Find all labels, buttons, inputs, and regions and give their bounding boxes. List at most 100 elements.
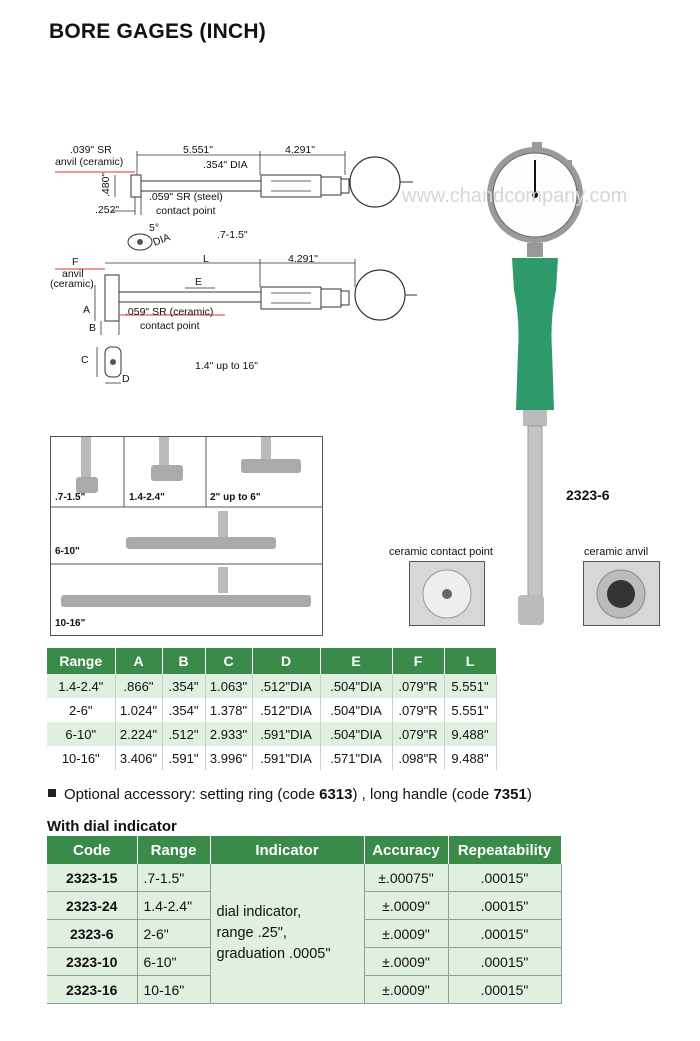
table-header-row: Code Range Indicator Accuracy Repeatabil… (47, 836, 562, 864)
table-cell: 1.063" (205, 674, 253, 698)
contact-point-image (422, 569, 472, 619)
thumb-caption: 1.4-2.4" (129, 492, 165, 503)
indicator-line: graduation .0005" (216, 946, 331, 962)
table-cell: 3.996" (205, 746, 253, 770)
table-header-row: Range A B C D E F L (47, 648, 497, 674)
note-middle: ) , long handle (code (352, 786, 494, 803)
note-suffix: ) (526, 786, 532, 803)
indicator-line: dial indicator, (216, 904, 302, 920)
thumbnail-grid: .7-1.5" 1.4-2.4" 2" up to 6" 6-10" 10-16… (50, 436, 323, 636)
inset-ceramic-anvil (583, 561, 660, 626)
col-header: Range (47, 648, 116, 674)
table-cell: 5.551" (444, 674, 497, 698)
label-E: E (195, 276, 203, 288)
accuracy-cell: ±.0009" (364, 975, 449, 1004)
product-photo: www.chandcompany.com 2323-6 (390, 140, 690, 640)
code-cell: 2323-16 (47, 975, 138, 1004)
label-contact-point-top: contact point (156, 205, 216, 217)
table-cell: .866" (115, 674, 163, 698)
section-subtitle: With dial indicator (47, 818, 177, 835)
label-contact-point-bottom: contact point (140, 320, 200, 332)
thumbnail-lines (51, 437, 322, 607)
thumb-caption: 10-16" (55, 618, 86, 629)
inset-label-ceramic-contact-point: ceramic contact point (389, 546, 493, 558)
table-cell: 9.488" (444, 746, 497, 770)
label-head-4291: 4.291" (285, 144, 316, 156)
label-sr-steel: .059" SR (steel) (149, 191, 223, 203)
model-label: 2323-6 (566, 487, 610, 503)
bullet-square-icon (48, 789, 56, 797)
label-ceramic: (ceramic) (50, 278, 94, 290)
table-cell: .504"DIA (320, 722, 393, 746)
indicator-table: Code Range Indicator Accuracy Repeatabil… (47, 836, 562, 1004)
label-F: F (72, 256, 79, 268)
table-row: 2323-15 .7-1.5" dial indicator, range .2… (47, 864, 562, 1004)
label-range-bottom: 1.4" up to 16" (195, 360, 258, 372)
table-row: 2323-10 6-10" ±.0009" .00015" (47, 947, 562, 976)
repeatability-cell: .00015" (448, 947, 562, 976)
accuracy-cell: ±.00075" (364, 864, 449, 892)
label-C: C (81, 354, 89, 366)
inset-label-ceramic-anvil: ceramic anvil (584, 546, 649, 558)
watermark-top: www.chandcompany.com (402, 185, 628, 207)
col-header: Range (137, 836, 211, 864)
repeatability-cell: .00015" (448, 919, 562, 948)
table-cell: 5.551" (444, 698, 497, 722)
table-cell: 2.933" (205, 722, 253, 746)
table-cell: .079"R (392, 722, 445, 746)
accuracy-cell: ±.0009" (364, 919, 449, 948)
label-height-480: .480" (100, 172, 112, 197)
table-cell: .591"DIA (252, 746, 321, 770)
code-cell: 2323-24 (47, 891, 138, 920)
table-cell: .512" (162, 722, 206, 746)
table-cell: 2.224" (115, 722, 163, 746)
label-anvil-ceramic: anvil (ceramic) (55, 156, 124, 168)
label-sr-ceramic: .059" SR (ceramic) (125, 306, 214, 318)
col-header: E (320, 648, 393, 674)
indicator-description: dial indicator, range .25", graduation .… (210, 864, 365, 1004)
accuracy-cell: ±.0009" (364, 891, 449, 920)
label-dia-354: .354" DIA (203, 159, 248, 171)
table-cell: 1.378" (205, 698, 253, 722)
col-header: Accuracy (364, 836, 449, 864)
indicator-line: range .25", (216, 925, 287, 941)
code-cell: 2323-10 (47, 947, 138, 976)
table-cell: .354" (162, 674, 206, 698)
anvil-image (596, 569, 646, 619)
table-cell: 3.406" (115, 746, 163, 770)
repeatability-cell: .00015" (448, 864, 562, 892)
range-cell: 1.4-2.4" (137, 891, 211, 920)
label-sr-anvil: .039" SR (70, 144, 112, 156)
table-cell: .504"DIA (320, 698, 393, 722)
code-cell: 2323-6 (47, 919, 138, 948)
range-cell: 10-16" (137, 975, 211, 1004)
table-cell: .512"DIA (252, 698, 321, 722)
table-row: 10-16" 3.406" .591" 3.996" .591"DIA .571… (47, 746, 497, 770)
label-B: B (89, 322, 97, 334)
thumb-caption: .7-1.5" (55, 492, 86, 503)
accuracy-cell: ±.0009" (364, 947, 449, 976)
table-cell: .098"R (392, 746, 445, 770)
range-cell: .7-1.5" (137, 864, 211, 892)
col-header: L (444, 648, 497, 674)
table-cell: 1.4-2.4" (47, 674, 116, 698)
col-header: F (392, 648, 445, 674)
table-row: 2323-24 1.4-2.4" ±.0009" .00015" (47, 891, 562, 920)
technical-diagram: .039" SR anvil (ceramic) 5.551" 4.291" .… (45, 135, 435, 395)
page-title: BORE GAGES (INCH) (49, 20, 266, 43)
label-anvil: anvil (62, 268, 84, 280)
inset-ceramic-contact-point (409, 561, 485, 626)
accessory-note: Optional accessory: setting ring (code 6… (48, 786, 532, 803)
dimensions-table: Range A B C D E F L 1.4-2.4" .866" .354"… (47, 648, 497, 770)
table-cell: .504"DIA (320, 674, 393, 698)
table-cell: 1.024" (115, 698, 163, 722)
table-cell: 2-6" (47, 698, 116, 722)
range-cell: 2-6" (137, 919, 211, 948)
note-prefix: Optional accessory: setting ring (code (64, 786, 320, 803)
table-cell: .512"DIA (252, 674, 321, 698)
label-length-5551: 5.551" (183, 144, 214, 156)
note-code-long-handle: 7351 (493, 786, 527, 803)
col-header: D (252, 648, 321, 674)
col-header: Code (47, 836, 138, 864)
table-row: 6-10" 2.224" .512" 2.933" .591"DIA .504"… (47, 722, 497, 746)
